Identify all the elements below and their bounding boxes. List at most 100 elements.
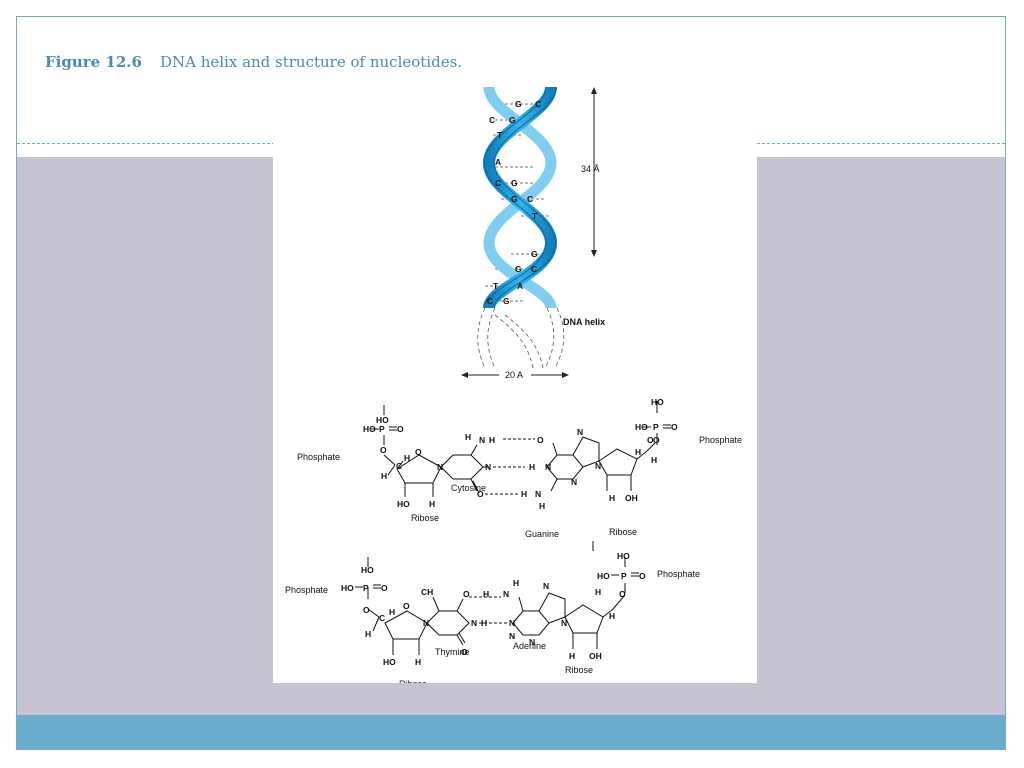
base-letter: G [511,178,518,188]
figure-number: Figure 12.6 [45,53,142,71]
svg-text:H: H [651,455,657,465]
svg-text:H: H [415,657,421,667]
svg-text:CH: CH [421,587,433,597]
svg-text:C: C [379,613,385,623]
phosphate-label: Phosphate [297,452,340,462]
base-letter: C [489,115,495,125]
svg-text:HO: HO [363,424,376,434]
svg-text:H: H [381,471,387,481]
helix-dashed-continuation [477,307,565,369]
svg-text:O: O [463,589,470,599]
svg-text:P: P [653,422,659,432]
svg-text:H: H [609,611,615,621]
base-letter: T [497,130,503,140]
svg-text:P: P [363,583,369,593]
thymine-adenine-atoms: HO HO P O O C H H HO H O CH O H N H N H … [341,551,646,667]
base-letter: G [531,249,538,259]
cytosine-guanine-atoms: HO HO P O O C H H HO H O H N H O N H N O… [363,397,678,511]
svg-text:N: N [503,589,509,599]
slide: Figure 12.6 DNA helix and structure of nu… [16,16,1006,750]
svg-text:N: N [561,618,567,628]
svg-text:H: H [429,499,435,509]
base-letter: A [517,281,523,291]
svg-text:O: O [380,445,387,455]
svg-text:N: N [437,462,443,472]
slide-title: Figure 12.6 DNA helix and structure of nu… [45,53,462,71]
svg-text:HO: HO [361,565,374,575]
svg-text:N: N [543,581,549,591]
thymine-label: Thymine [435,647,470,657]
svg-text:H: H [609,493,615,503]
ribose-label: Ribose [399,679,427,683]
svg-text:H: H [521,489,527,499]
svg-text:N: N [509,631,515,641]
base-letter: G [511,194,518,204]
base-letter: A [495,157,501,167]
svg-text:H: H [404,453,410,463]
svg-text:N: N [509,618,515,628]
svg-text:H: H [513,578,519,588]
width-arrow [461,372,569,378]
svg-text:C: C [396,461,402,471]
base-letter: G [515,99,522,109]
svg-text:N: N [545,462,551,472]
phosphate-label: Phosphate [657,569,700,579]
figure-caption: DNA helix and structure of nucleotides. [159,53,463,71]
svg-text:O: O [403,601,410,611]
svg-text:P: P [621,571,627,581]
svg-text:OH: OH [625,493,638,503]
base-letter: C [527,194,533,204]
svg-text:H: H [481,618,487,628]
svg-text:N: N [529,637,535,647]
phosphate-label: Phosphate [699,435,742,445]
base-letter: G [515,264,522,274]
svg-text:O: O [639,571,646,581]
thymine-adenine-pair [355,541,639,655]
base-letter: T [532,211,538,221]
pitch-label: 34 Å [581,164,600,174]
base-letter: T [493,281,499,291]
svg-text:H: H [539,501,545,511]
base-letter: G [509,115,516,125]
svg-text:H: H [483,589,489,599]
cytosine-guanine-pair [371,401,671,497]
svg-text:H: H [529,462,535,472]
adenine-label: Adenine [513,641,546,651]
svg-text:HO: HO [597,571,610,581]
svg-text:HO: HO [376,415,389,425]
svg-text:O: O [653,435,660,445]
guanine-label: Guanine [525,529,559,539]
svg-text:O: O [415,447,422,457]
phosphate-label: Phosphate [285,585,328,595]
svg-text:N: N [479,435,485,445]
svg-text:P: P [379,424,385,434]
svg-text:O: O [363,605,370,615]
base-letter: C [531,264,537,274]
svg-text:H: H [365,629,371,639]
svg-text:H: H [489,435,495,445]
svg-text:H: H [465,432,471,442]
svg-text:H: H [569,651,575,661]
svg-text:O: O [671,422,678,432]
svg-text:N: N [485,462,491,472]
base-letter: C [535,99,541,109]
helix-label: DNA helix [563,317,605,327]
svg-text:N: N [577,427,583,437]
helix-front-strand [482,85,558,310]
svg-text:O: O [647,435,654,445]
svg-text:O: O [461,647,468,657]
width-label: 20 A [505,370,523,380]
svg-text:N: N [571,477,577,487]
svg-text:N: N [535,489,541,499]
svg-text:HO: HO [635,422,648,432]
base-letter: C [495,178,501,188]
pitch-arrow [591,87,597,257]
svg-text:O: O [397,424,404,434]
svg-text:N: N [423,618,429,628]
svg-text:O: O [381,583,388,593]
svg-text:HO: HO [397,499,410,509]
svg-text:HO: HO [341,583,354,593]
base-letter: C [487,296,493,306]
ribose-label: Ribose [609,527,637,537]
svg-text:H: H [635,447,641,457]
